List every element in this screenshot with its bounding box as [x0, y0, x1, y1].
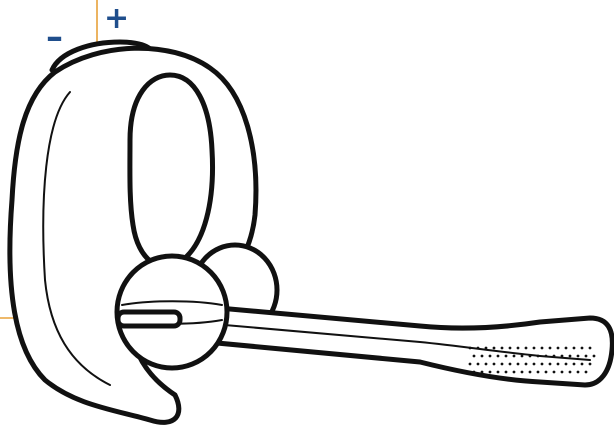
boom-arm	[185, 305, 612, 385]
ear-loop-opening	[130, 75, 213, 267]
call-control-button	[118, 312, 180, 326]
